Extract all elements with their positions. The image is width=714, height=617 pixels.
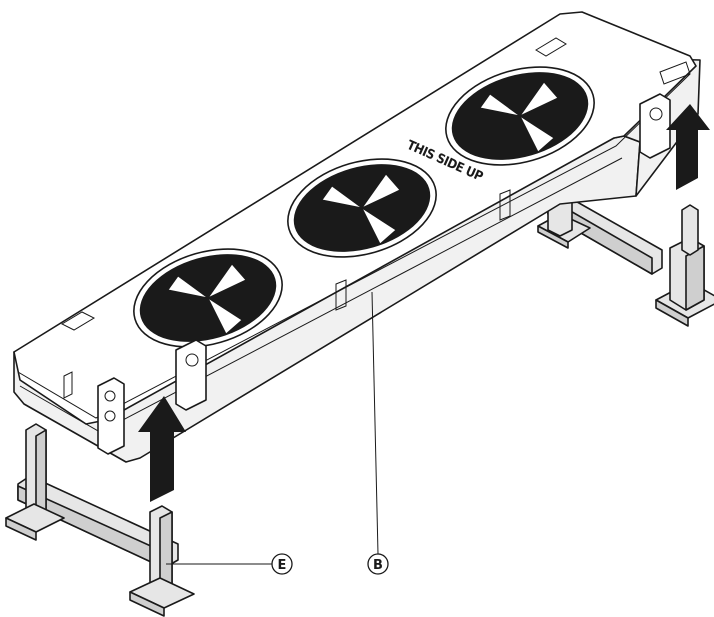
callout-b-label: B [373,558,383,573]
handle-left [175,339,207,411]
end-panel-left-circle-top [104,390,116,402]
end-panel-left [97,377,125,455]
transport-case: THIS SIDE UP [13,11,701,463]
left-stand-front-foot-side [129,591,165,617]
callout-b: B [367,291,389,575]
lid-latch-right [535,37,567,57]
lift-arrows [138,104,710,502]
fan-opening-left [133,248,283,348]
handle-left-knob [185,353,199,367]
right-stand-front-foot-side [655,299,689,327]
left-stand [5,423,195,617]
handle-right-knob [649,107,663,121]
lid-corner-panel [659,61,691,85]
right-stand [537,189,714,327]
callout-b-leader [371,291,379,555]
right-stand-prong [681,204,699,256]
front-clip-1 [63,371,73,399]
handle-right [639,93,671,159]
lid-latch-left [60,311,96,331]
right-stand-back-foot-side [537,225,569,249]
callout-b-circle [367,553,389,575]
front-clip-3 [499,189,511,221]
fan-opening-center [287,158,437,258]
callout-e: E [166,553,293,575]
left-stand-back-foot-side [5,517,37,541]
fan-opening-right [445,66,595,166]
lift-arrow-right [666,104,710,190]
end-panel-left-circle-bottom [104,410,116,422]
front-clip-2 [335,279,347,311]
lift-arrow-left [138,396,186,502]
callout-e-label: E [278,558,287,573]
callout-e-circle [271,553,293,575]
right-stand-front-post-side [685,245,705,311]
